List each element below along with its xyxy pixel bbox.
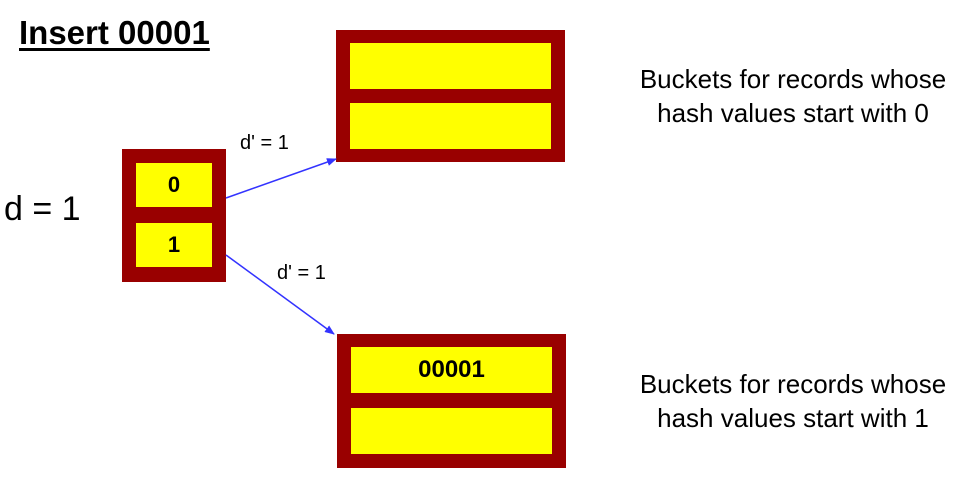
global-depth-label: d = 1 [4, 190, 81, 228]
directory: 0 1 [122, 149, 226, 282]
arrow-entry-0-to-bucket-0 [225, 158, 337, 199]
bucket-0-caption: Buckets for records whose hash values st… [613, 62, 973, 130]
bucket-0-record-0 [350, 43, 551, 89]
bucket-1-caption-line-2: hash values start with 1 [657, 403, 929, 433]
bucket-1: 00001 [337, 334, 566, 468]
bucket-0-record-1 [350, 103, 551, 149]
bucket-0 [336, 30, 565, 162]
bucket-0-caption-line-1: Buckets for records whose [639, 64, 947, 94]
bucket-1-caption: Buckets for records whose hash values st… [613, 367, 973, 435]
directory-entry-0: 0 [136, 163, 212, 207]
bucket-1-record-0: 00001 [351, 347, 552, 393]
bucket-0-caption-line-2: hash values start with 0 [657, 98, 929, 128]
bucket-0-local-depth-label: d' = 1 [240, 132, 289, 154]
directory-entry-1: 1 [136, 223, 212, 267]
arrow-entry-1-to-bucket-1 [225, 254, 335, 335]
page-title: Insert 00001 [19, 14, 210, 51]
bucket-1-record-1 [351, 408, 552, 454]
bucket-1-caption-line-1: Buckets for records whose [639, 369, 947, 399]
bucket-1-local-depth-label: d' = 1 [277, 262, 326, 284]
